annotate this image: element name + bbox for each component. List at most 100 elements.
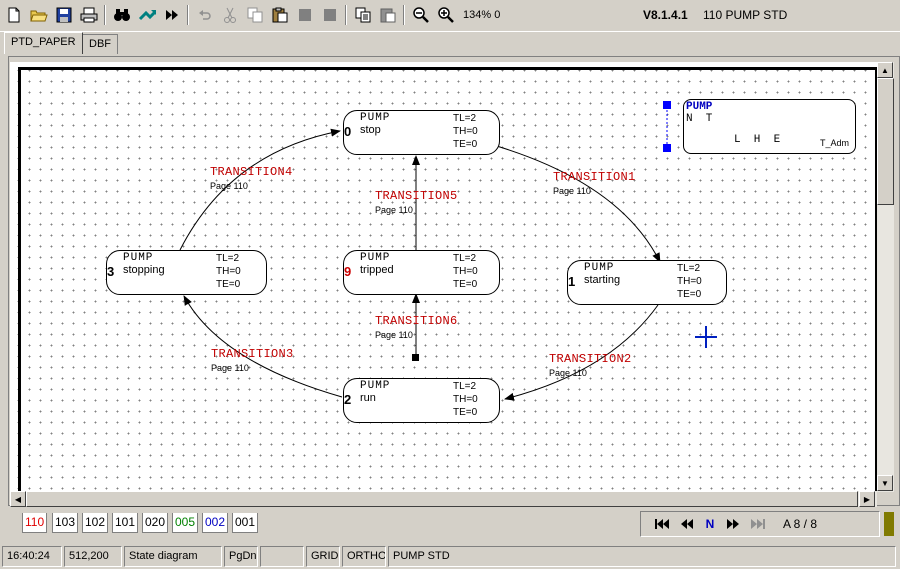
scroll-down-icon[interactable]: ▼ — [877, 475, 893, 491]
toolbar-separator — [187, 5, 189, 25]
state-th: TH=0 — [453, 394, 478, 405]
page-tab-110[interactable]: 110 — [22, 513, 48, 533]
arrow-transition1 — [489, 143, 661, 263]
page-tab-102[interactable]: 102 — [82, 513, 109, 533]
crosshair-cursor-icon — [695, 326, 717, 348]
transition1-label[interactable]: TRANSITION1 — [553, 170, 636, 184]
state-name: tripped — [360, 264, 394, 276]
page-tab-101[interactable]: 101 — [112, 513, 139, 533]
next-page-icon[interactable] — [724, 515, 742, 533]
status-time: 16:40:24 — [2, 546, 62, 567]
paste-icon[interactable] — [270, 5, 290, 25]
horizontal-scrollbar[interactable]: ◀ ▶ — [10, 491, 877, 507]
object-info-box[interactable]: PUMP N T L H E T_Adm — [683, 99, 856, 154]
state-te: TE=0 — [216, 279, 241, 290]
document-title: 110 PUMP STD — [703, 8, 788, 22]
scroll-up-icon[interactable]: ▲ — [877, 62, 893, 78]
fast-forward-icon[interactable] — [162, 5, 182, 25]
page-navigation: N A 8 / 8 — [640, 511, 880, 537]
state-type: PUMP — [123, 252, 154, 264]
cut-icon[interactable] — [220, 5, 240, 25]
gray-box-icon[interactable] — [295, 5, 315, 25]
selection-handle[interactable] — [663, 101, 671, 109]
info-box-owner: T_Adm — [820, 138, 850, 148]
state-name: run — [360, 392, 376, 404]
state-tl: TL=2 — [453, 253, 477, 264]
state-number: 2 — [344, 392, 352, 407]
previous-page-icon[interactable] — [678, 515, 696, 533]
state-number: 1 — [568, 274, 576, 289]
toolbar-separator — [345, 5, 347, 25]
binoculars-icon[interactable] — [112, 5, 132, 25]
scroll-left-icon[interactable]: ◀ — [10, 491, 26, 507]
vertical-scroll-thumb[interactable] — [877, 78, 894, 205]
page-tab-020[interactable]: 020 — [142, 513, 169, 533]
info-box-line1: N T — [686, 113, 713, 125]
zoom-out-icon[interactable] — [411, 5, 431, 25]
copy-icon[interactable] — [245, 5, 265, 25]
refresh-icon[interactable] — [137, 5, 157, 25]
horizontal-scroll-thumb[interactable] — [26, 491, 858, 507]
transition-arrows — [179, 101, 717, 401]
info-box-line2: L H E — [734, 134, 781, 146]
transition1-page: Page 110 — [553, 186, 591, 196]
transition6-label[interactable]: TRANSITION6 — [375, 314, 458, 328]
state-number: 3 — [107, 264, 115, 279]
transition3-label[interactable]: TRANSITION3 — [211, 347, 294, 361]
vertical-scrollbar[interactable]: ▲ ▼ — [877, 62, 894, 492]
paste-page-icon[interactable] — [378, 5, 398, 25]
transition5-page: Page 110 — [375, 205, 413, 215]
status-empty — [260, 546, 304, 567]
save-icon[interactable] — [54, 5, 74, 25]
page-border — [18, 67, 877, 491]
toolbar: 134% 0 V8.1.4.1 110 PUMP STD — [0, 0, 900, 32]
last-page-icon[interactable] — [749, 515, 767, 533]
new-file-icon[interactable] — [4, 5, 24, 25]
state-stopping[interactable]: 3 PUMP stopping TL=2 TH=0 TE=0 — [106, 250, 267, 295]
print-icon[interactable] — [79, 5, 99, 25]
state-name: stopping — [123, 264, 165, 276]
gray-box-icon[interactable] — [320, 5, 340, 25]
state-th: TH=0 — [216, 266, 241, 277]
version-label: V8.1.4.1 — [643, 8, 688, 22]
state-type: PUMP — [584, 262, 615, 274]
state-th: TH=0 — [453, 266, 478, 277]
zoom-level: 134% 0 — [463, 9, 501, 21]
transition5-label[interactable]: TRANSITION5 — [375, 189, 458, 203]
page-tab-001[interactable]: 001 — [232, 513, 259, 533]
state-tripped[interactable]: 9 PUMP tripped TL=2 TH=0 TE=0 — [343, 250, 500, 295]
transition6-page: Page 110 — [375, 330, 413, 340]
state-type: PUMP — [360, 380, 391, 392]
page-tab-002[interactable]: 002 — [202, 513, 229, 533]
transition2-page: Page 110 — [549, 368, 587, 378]
arrow-transition4 — [179, 128, 341, 251]
state-number: 9 — [344, 264, 352, 279]
state-stop[interactable]: 0 PUMP stop TL=2 TH=0 TE=0 — [343, 110, 500, 155]
state-tl: TL=2 — [677, 263, 701, 274]
selection-handle[interactable] — [663, 144, 671, 152]
page-tab-103[interactable]: 103 — [52, 513, 79, 533]
scroll-right-icon[interactable]: ▶ — [859, 491, 875, 507]
arrow-transition2 — [504, 304, 659, 401]
tab-ptd-paper[interactable]: PTD_PAPER — [4, 32, 83, 54]
nav-mode[interactable]: N — [705, 517, 715, 531]
state-name: starting — [584, 274, 621, 286]
undo-icon[interactable] — [195, 5, 215, 25]
info-box-title: PUMP — [686, 101, 713, 113]
transition4-label[interactable]: TRANSITION4 — [210, 165, 293, 179]
state-starting[interactable]: 1 PUMP starting TL=2 TH=0 TE=0 — [567, 260, 727, 305]
first-page-icon[interactable] — [653, 515, 671, 533]
diagram-canvas[interactable]: 0 PUMP stop TL=2 TH=0 TE=0 1 PUMP starti… — [10, 62, 877, 491]
tab-dbf[interactable]: DBF — [82, 34, 118, 54]
transition2-label[interactable]: TRANSITION2 — [549, 352, 632, 366]
state-number: 0 — [344, 124, 352, 139]
page-tab-005[interactable]: 005 — [172, 513, 199, 533]
state-run[interactable]: 2 PUMP run TL=2 TH=0 TE=0 — [343, 378, 500, 423]
state-type: PUMP — [360, 112, 391, 124]
status-ortho[interactable]: ORTHO — [342, 546, 386, 567]
zoom-in-icon[interactable] — [436, 5, 456, 25]
status-grid[interactable]: GRID — [306, 546, 340, 567]
copy-page-icon[interactable] — [353, 5, 373, 25]
status-coordinates: 512,200 — [64, 546, 122, 567]
open-folder-icon[interactable] — [29, 5, 49, 25]
